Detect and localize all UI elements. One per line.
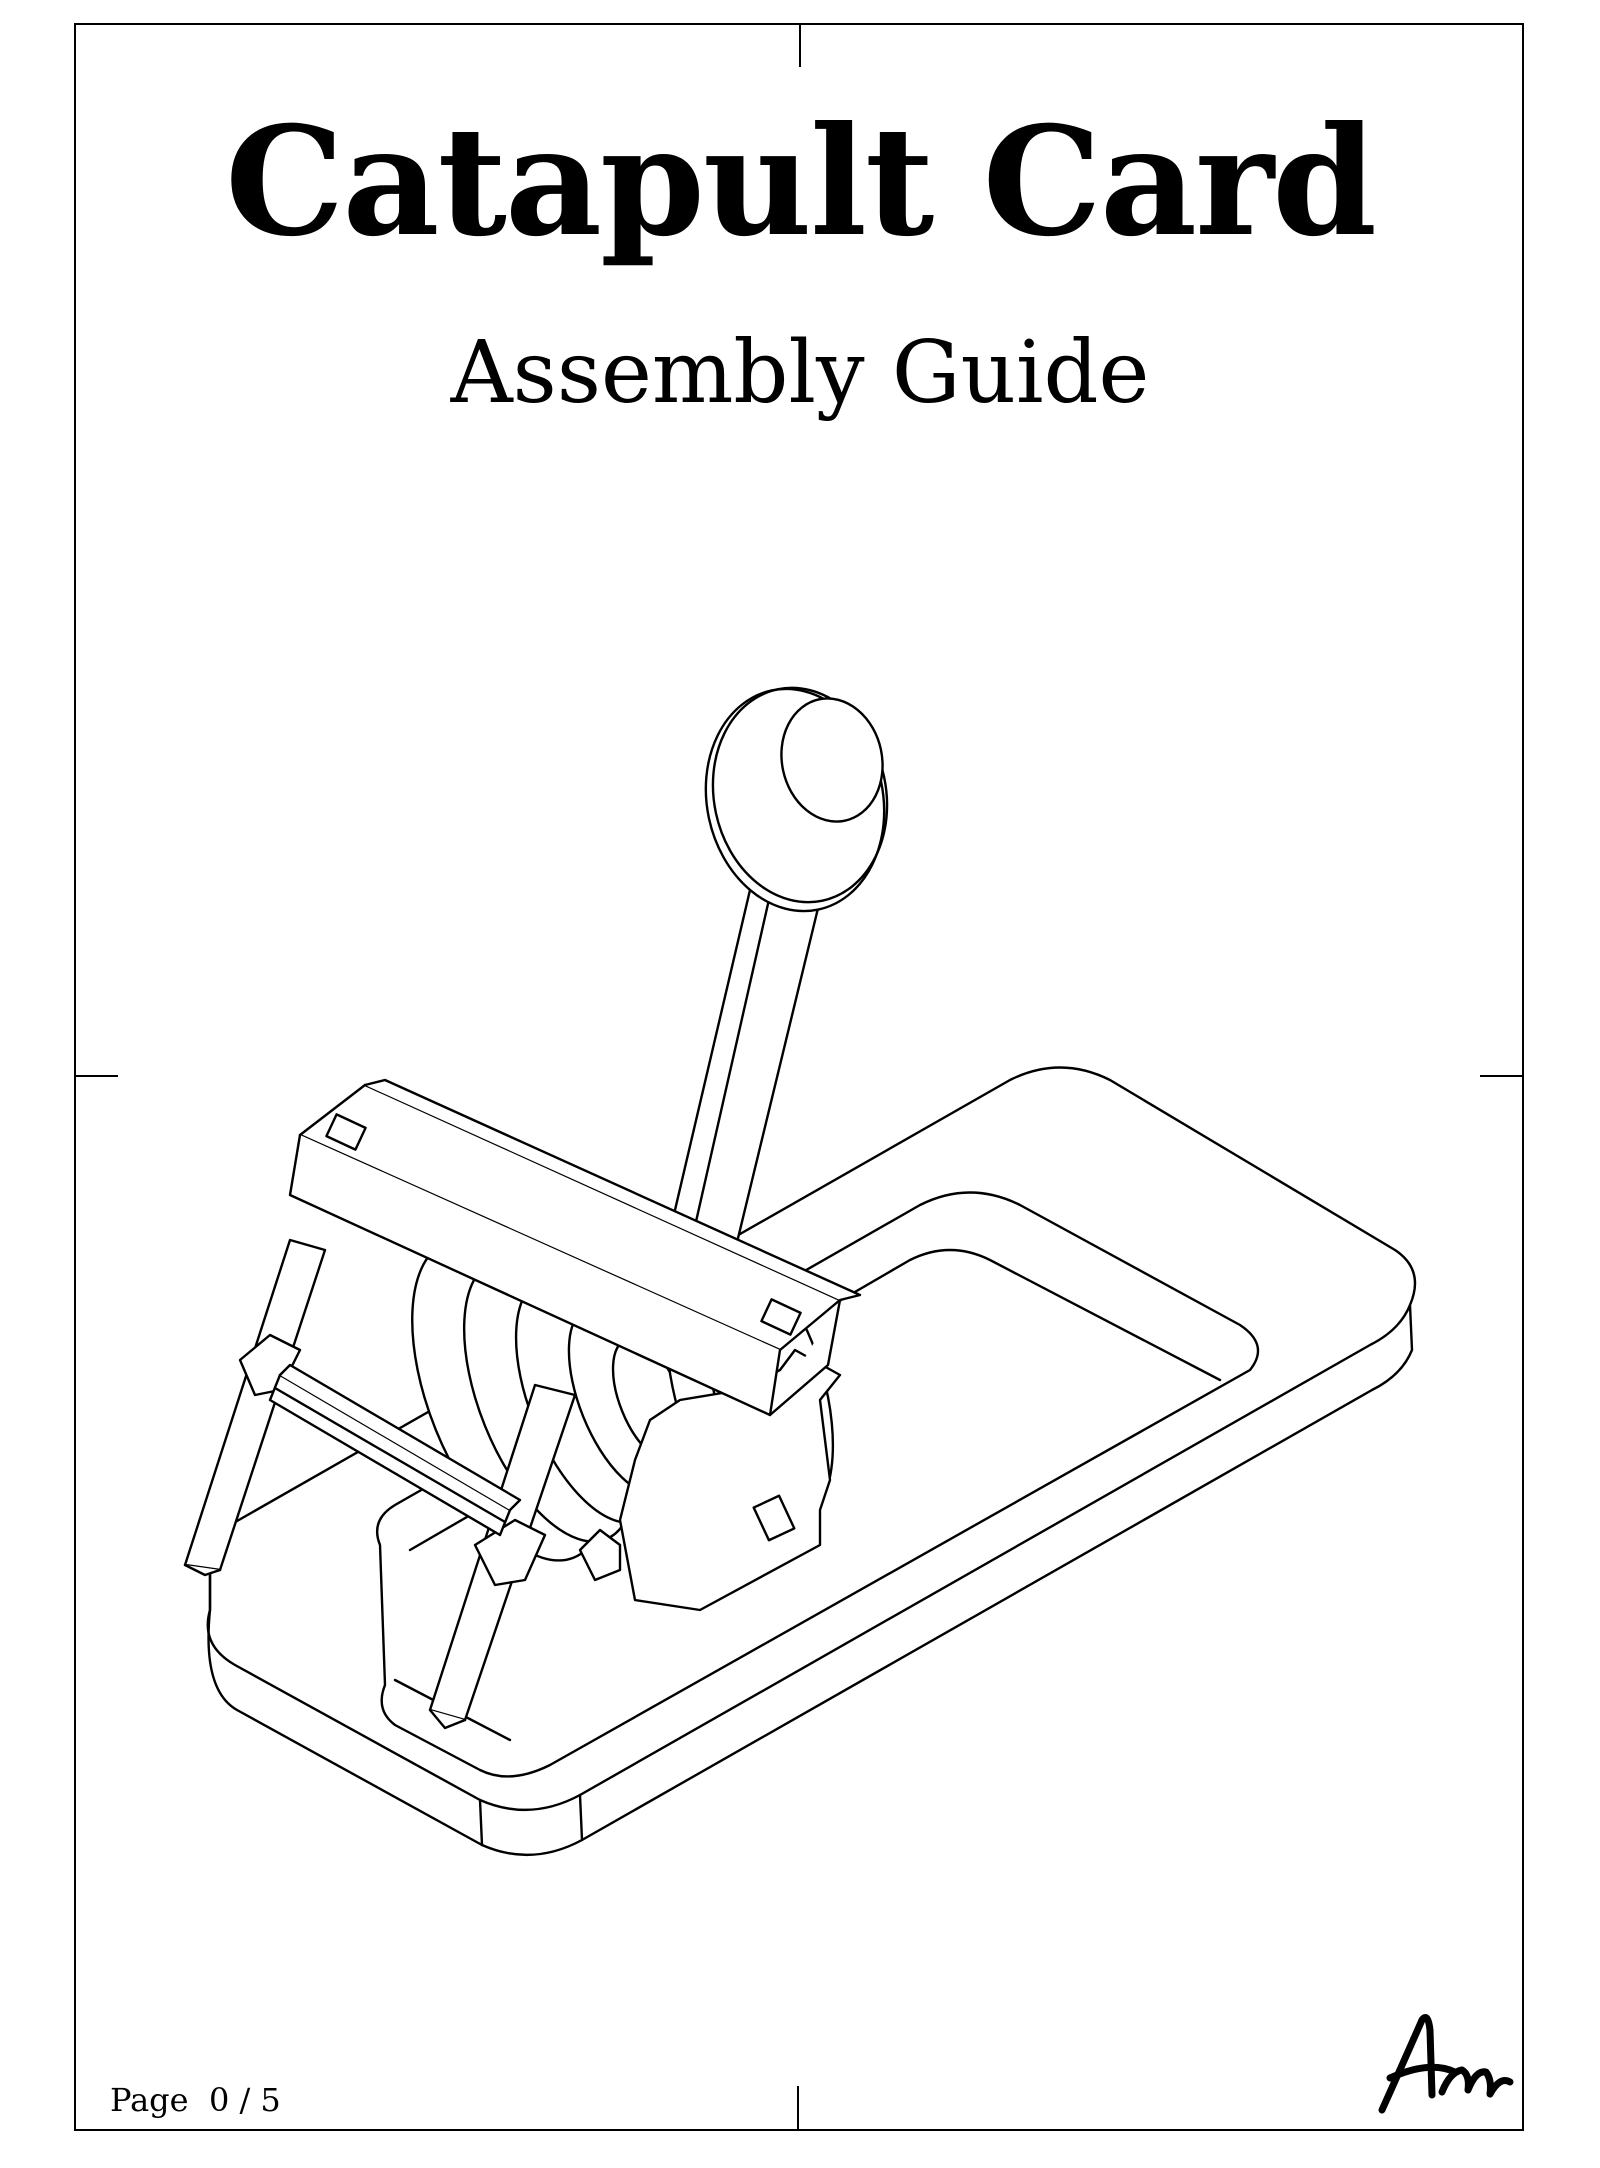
- catapult-illustration: [180, 560, 1440, 1880]
- page-indicator: 0 / 5: [208, 2081, 281, 2119]
- crop-mark-top: [799, 23, 801, 67]
- crop-mark-bottom: [797, 2086, 799, 2131]
- author-signature: [1370, 2000, 1520, 2120]
- page-number: Page 0 / 5: [110, 2080, 281, 2120]
- frame-posts: [183, 1238, 577, 1730]
- trigger-rod: [268, 1363, 522, 1537]
- side-plate: [578, 1348, 842, 1612]
- crossbar: [288, 1078, 862, 1417]
- document-subtitle: Assembly Guide: [450, 323, 1150, 423]
- page-label: Page: [110, 2081, 189, 2119]
- crop-mark-left: [74, 1075, 118, 1077]
- crop-mark-right: [1480, 1075, 1524, 1077]
- document-title: Catapult Card: [225, 94, 1377, 270]
